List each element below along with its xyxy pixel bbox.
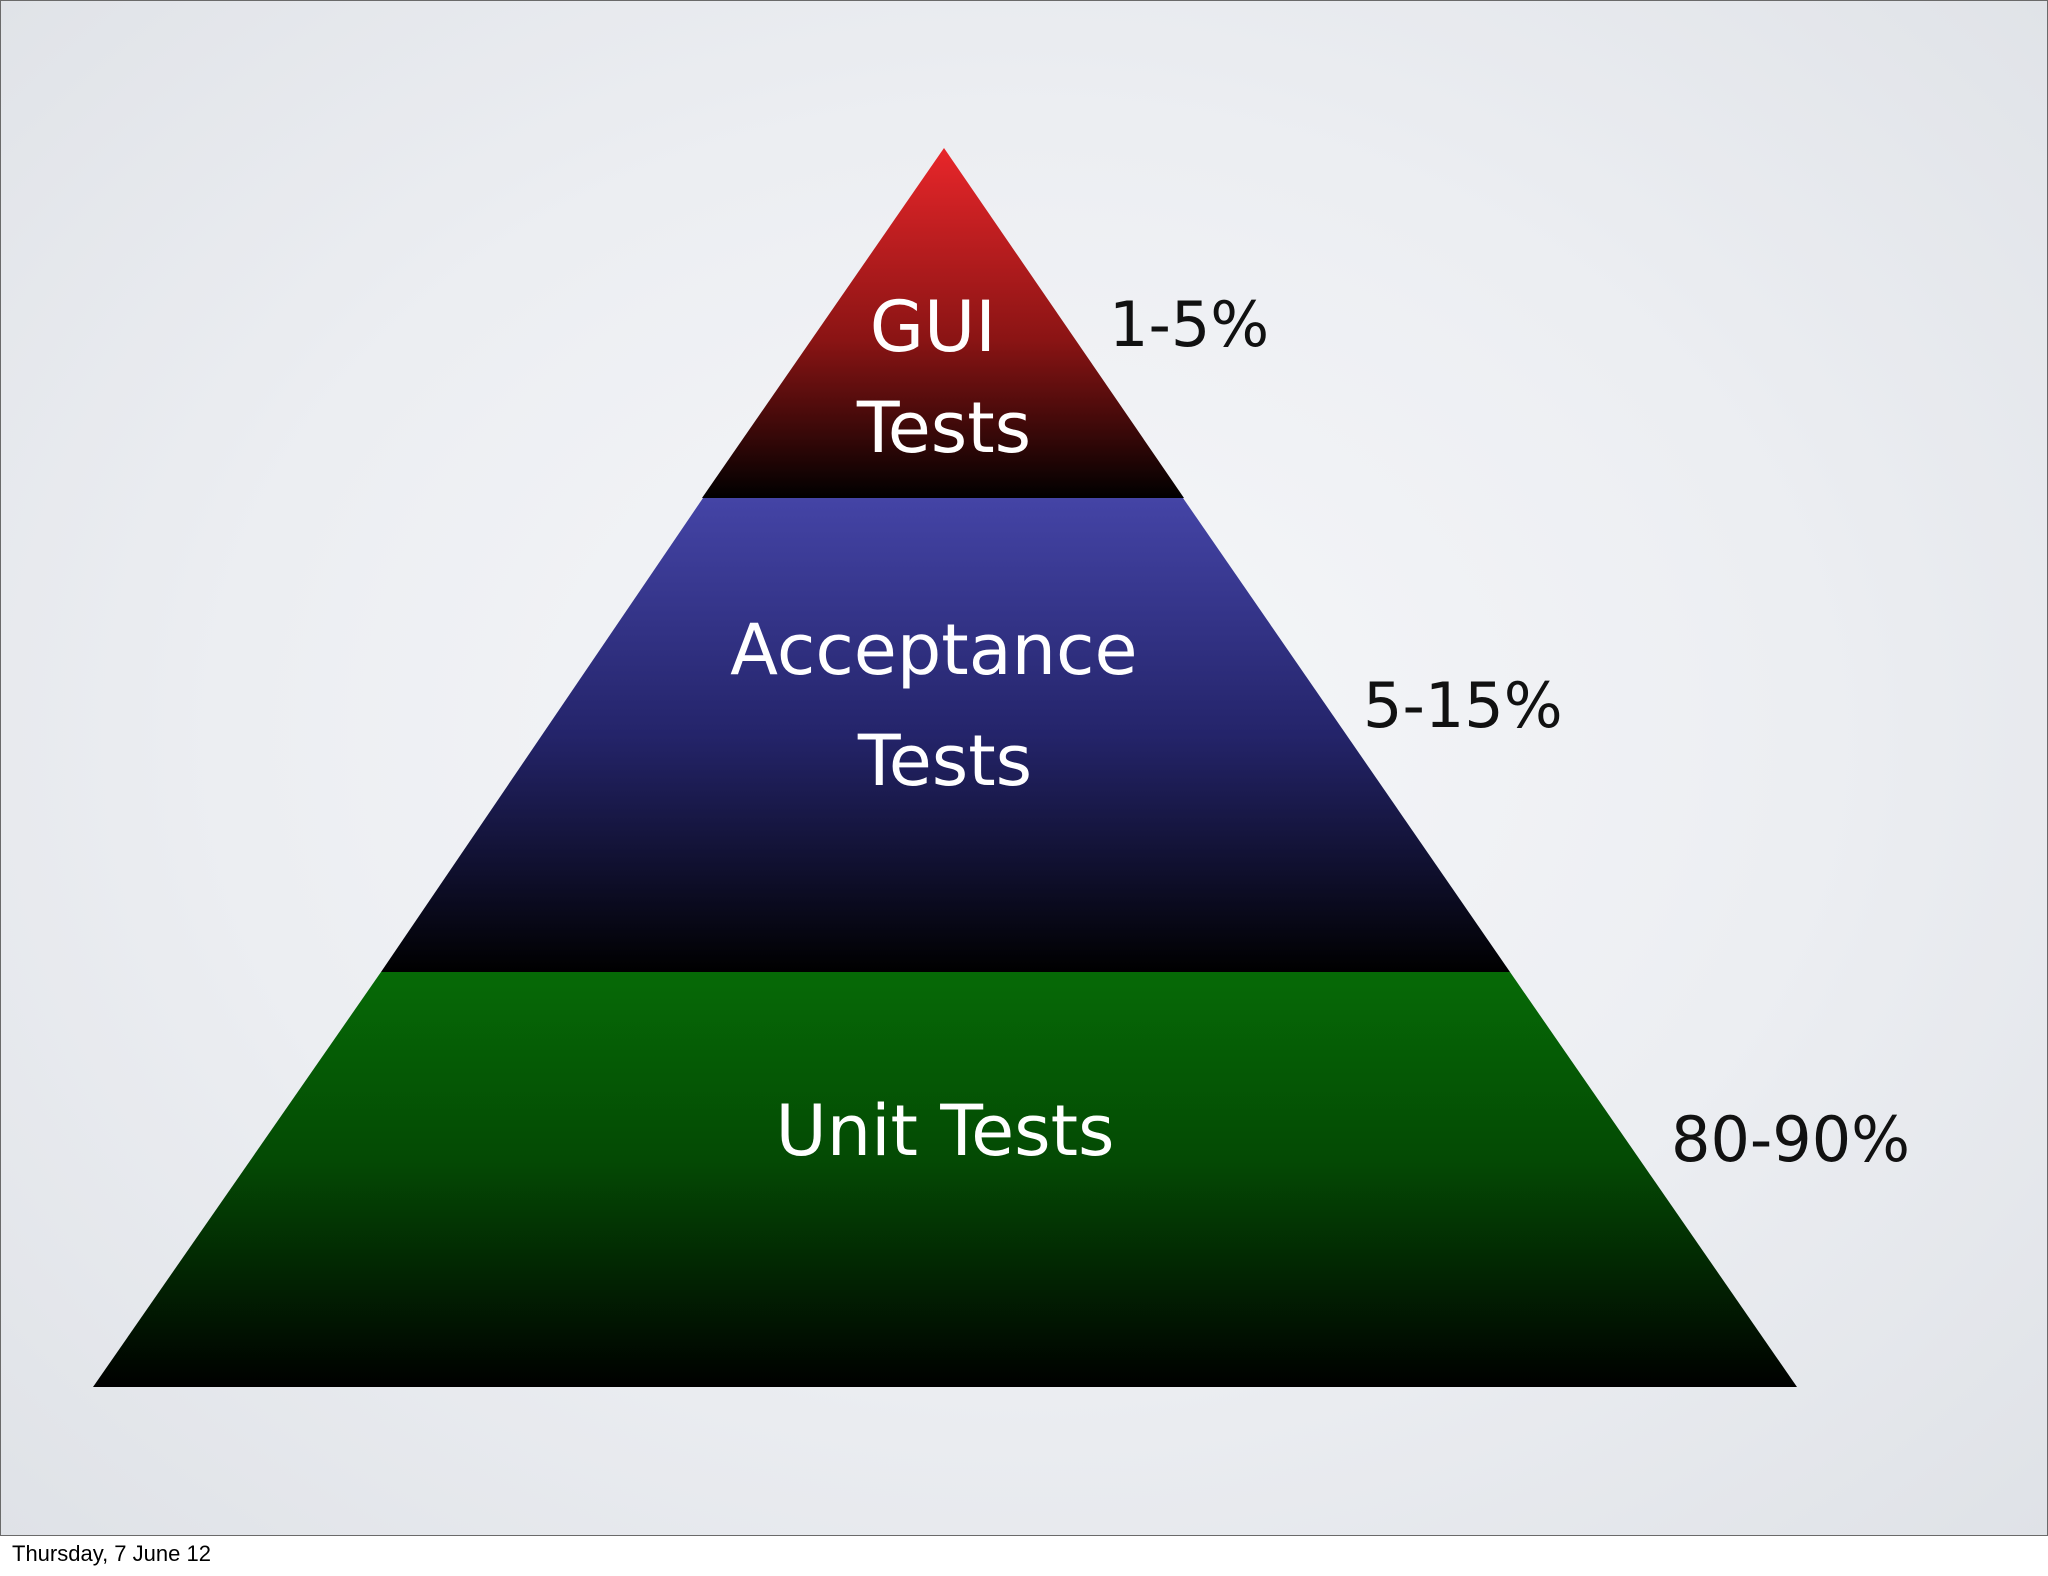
acceptance-tests-label-line-2: Tests (857, 720, 1032, 802)
gui-tests-label: GUI Tests (856, 286, 1031, 469)
slide: GUI Tests Acceptance Tests Unit Tests 1-… (0, 0, 2048, 1536)
gui-tests-label-line-1: GUI (870, 286, 996, 368)
gui-tests-label-line-2: Tests (856, 387, 1031, 469)
footer-date: Thursday, 7 June 12 (12, 1541, 211, 1566)
unit-tests-label: Unit Tests (775, 1090, 1114, 1172)
acceptance-tests-percentage: 5-15% (1363, 669, 1563, 742)
test-pyramid-diagram: GUI Tests Acceptance Tests Unit Tests 1-… (93, 148, 1910, 1387)
gui-tests-tier (702, 148, 1184, 498)
acceptance-tests-label: Acceptance Tests (730, 609, 1160, 802)
unit-tests-tier (93, 972, 1797, 1387)
unit-tests-label-line-1: Unit Tests (775, 1090, 1114, 1172)
unit-tests-percentage: 80-90% (1671, 1103, 1910, 1176)
acceptance-tests-tier (381, 498, 1510, 972)
acceptance-tests-label-line-1: Acceptance (730, 609, 1137, 691)
gui-tests-percentage: 1-5% (1109, 288, 1269, 361)
